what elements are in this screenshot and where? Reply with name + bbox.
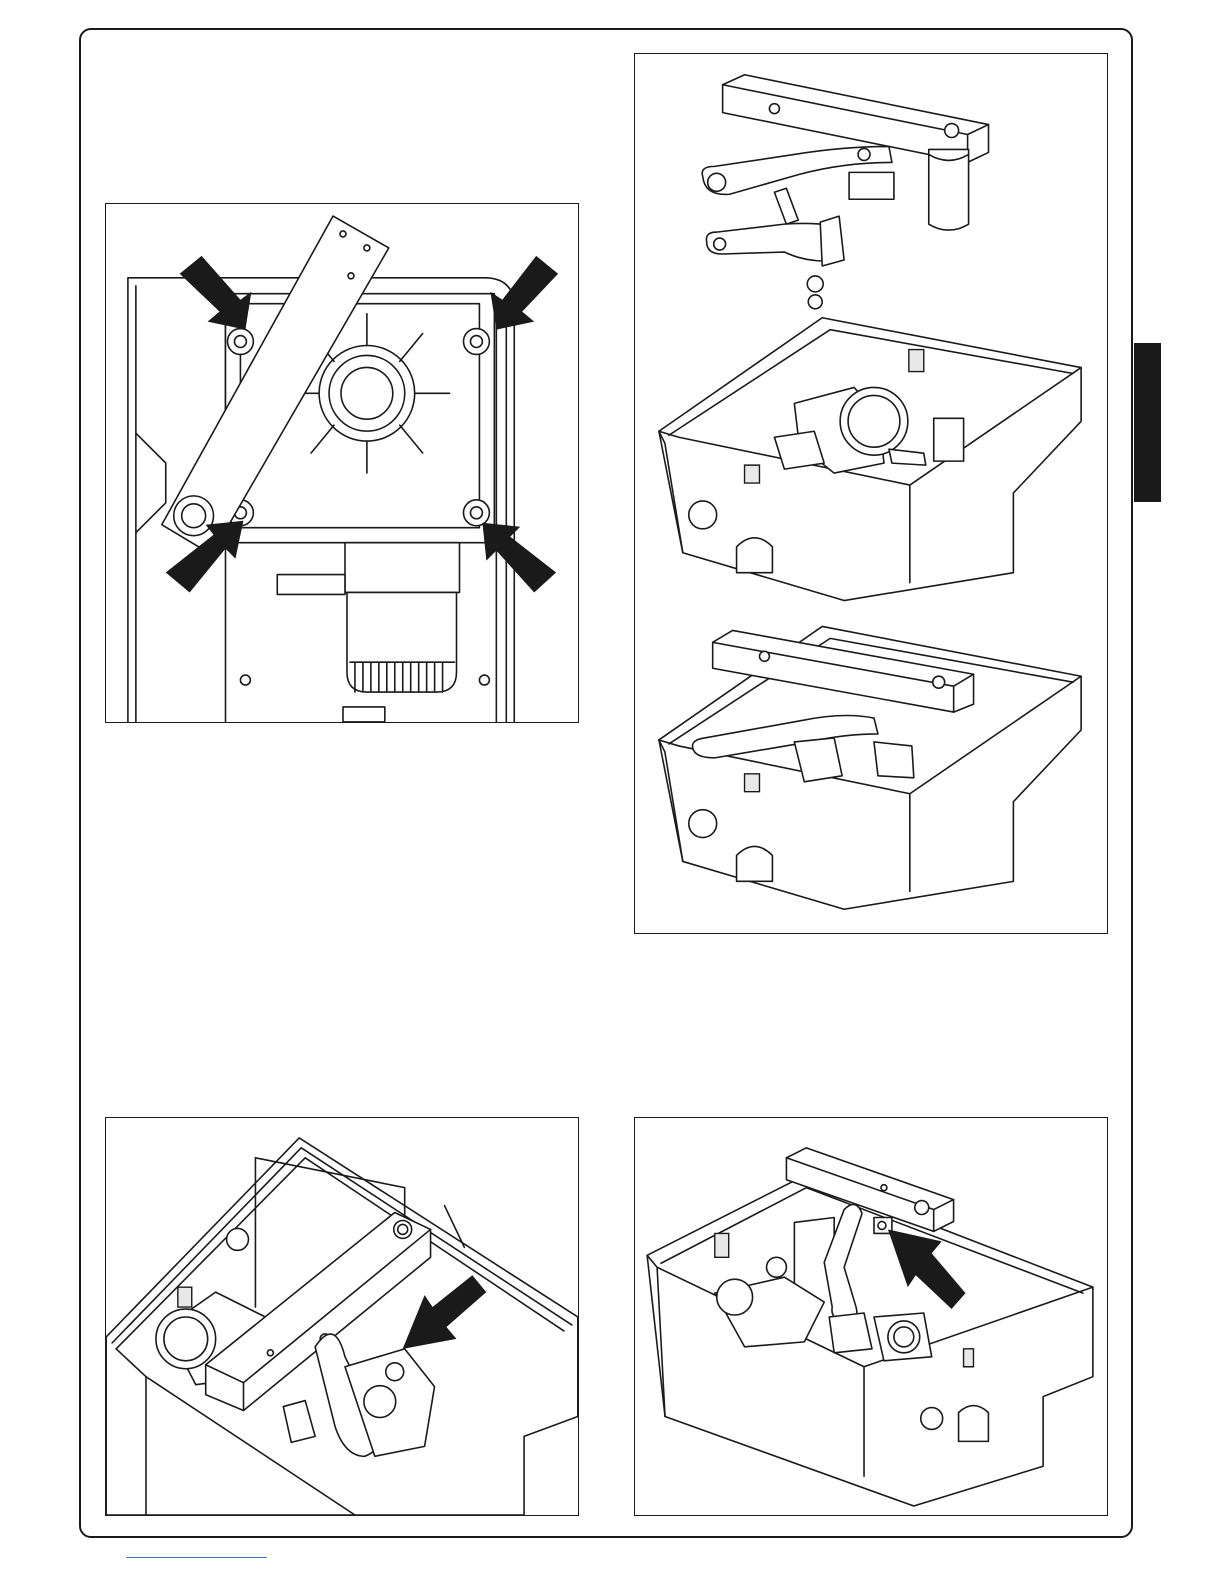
arrow-bottom-right xyxy=(482,523,556,593)
housing-box-upper xyxy=(659,318,1081,601)
gearmotor-top-view-drawing xyxy=(106,204,578,722)
figure-bottom-right xyxy=(634,1117,1108,1516)
lever-assembly-drawing xyxy=(635,54,1107,933)
housing-box-assembled xyxy=(659,626,1081,909)
arrow-top-left xyxy=(180,256,252,330)
release-screw-drawing xyxy=(106,1118,578,1515)
figure-top-right xyxy=(634,53,1108,934)
footer-link-underline[interactable] xyxy=(126,1557,267,1558)
fixing-hole-top-right xyxy=(463,329,489,355)
lever-bolt-drawing xyxy=(635,1118,1107,1515)
arrow-top-right xyxy=(490,256,558,330)
fixing-hole-bottom-right xyxy=(463,500,489,526)
exploded-release-lever xyxy=(706,216,844,266)
fixing-hole-top-left xyxy=(227,329,253,355)
figure-top-left xyxy=(105,203,579,723)
section-tab-marker xyxy=(1134,343,1161,502)
figure-bottom-left xyxy=(105,1117,579,1516)
